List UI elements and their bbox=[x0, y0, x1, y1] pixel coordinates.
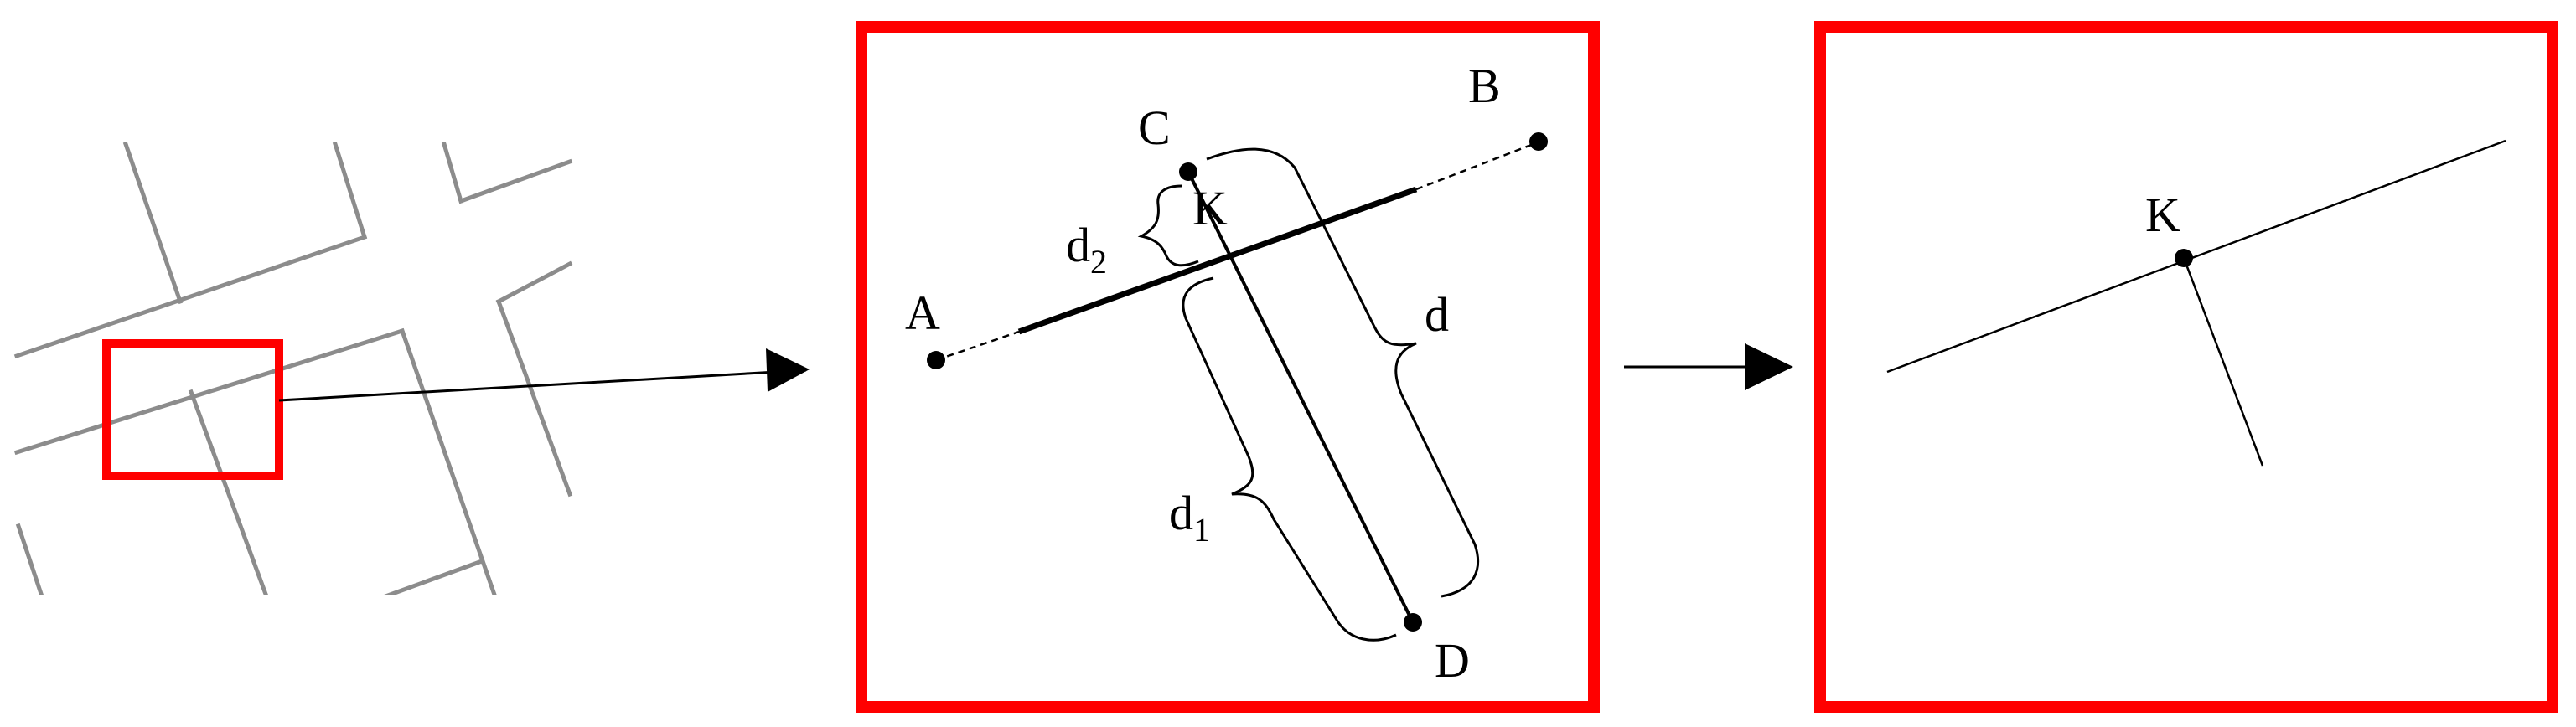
zoom-arrowhead bbox=[766, 348, 810, 392]
segment-ab-solid bbox=[1017, 186, 1418, 335]
label-d2-subscript: 2 bbox=[1090, 243, 1107, 281]
street-segment bbox=[332, 142, 368, 240]
segment-ab-dashed-end bbox=[1415, 141, 1539, 191]
result-node-panel: K bbox=[1814, 21, 2558, 713]
zoom-selection-box bbox=[102, 339, 283, 480]
label-d1-subscript: 1 bbox=[1193, 511, 1210, 549]
street-segment bbox=[15, 523, 44, 595]
node-k-label: K bbox=[2145, 188, 2180, 242]
point-a-marker bbox=[927, 351, 945, 369]
point-b-label: B bbox=[1468, 59, 1501, 113]
label-d1: d1 bbox=[1169, 486, 1210, 549]
label-d2-main: d bbox=[1066, 218, 1090, 272]
brace-d2 bbox=[1137, 184, 1199, 267]
label-d2: d2 bbox=[1066, 218, 1107, 281]
street-segment bbox=[384, 558, 485, 595]
street-segment bbox=[13, 234, 368, 359]
right-panel-frame bbox=[1814, 21, 2558, 713]
point-b-marker bbox=[1529, 132, 1548, 151]
middle-panel-frame bbox=[856, 21, 1600, 713]
point-d-label: D bbox=[1435, 633, 1470, 688]
street-segment bbox=[122, 142, 184, 305]
point-c-marker bbox=[1179, 162, 1197, 181]
result-arrowhead bbox=[1745, 343, 1793, 390]
segment-cd bbox=[1187, 171, 1415, 623]
street-segment bbox=[495, 298, 573, 498]
brace-d bbox=[1206, 147, 1480, 598]
zoom-arrow bbox=[278, 366, 807, 402]
street-segment bbox=[441, 142, 464, 204]
node-k-marker bbox=[2175, 249, 2193, 267]
street-segment bbox=[495, 260, 573, 305]
street-segment bbox=[13, 327, 406, 456]
point-d-marker bbox=[1404, 613, 1422, 632]
segment-ab-dashed-start bbox=[935, 330, 1020, 362]
brace-d1 bbox=[1182, 276, 1397, 642]
street-segment bbox=[399, 327, 497, 595]
result-line-kd bbox=[2182, 257, 2264, 467]
point-c-label: C bbox=[1138, 101, 1171, 155]
point-k-label: K bbox=[1192, 181, 1228, 235]
street-network-map bbox=[13, 142, 810, 595]
label-d: d bbox=[1425, 287, 1449, 342]
result-line-ab bbox=[1886, 139, 2506, 374]
street-segment bbox=[188, 389, 268, 595]
label-d1-main: d bbox=[1169, 486, 1193, 540]
point-a-label: A bbox=[905, 286, 940, 340]
street-segment bbox=[458, 158, 573, 204]
intersection-geometry-panel: A B C D K d d1 d2 bbox=[856, 21, 1600, 713]
